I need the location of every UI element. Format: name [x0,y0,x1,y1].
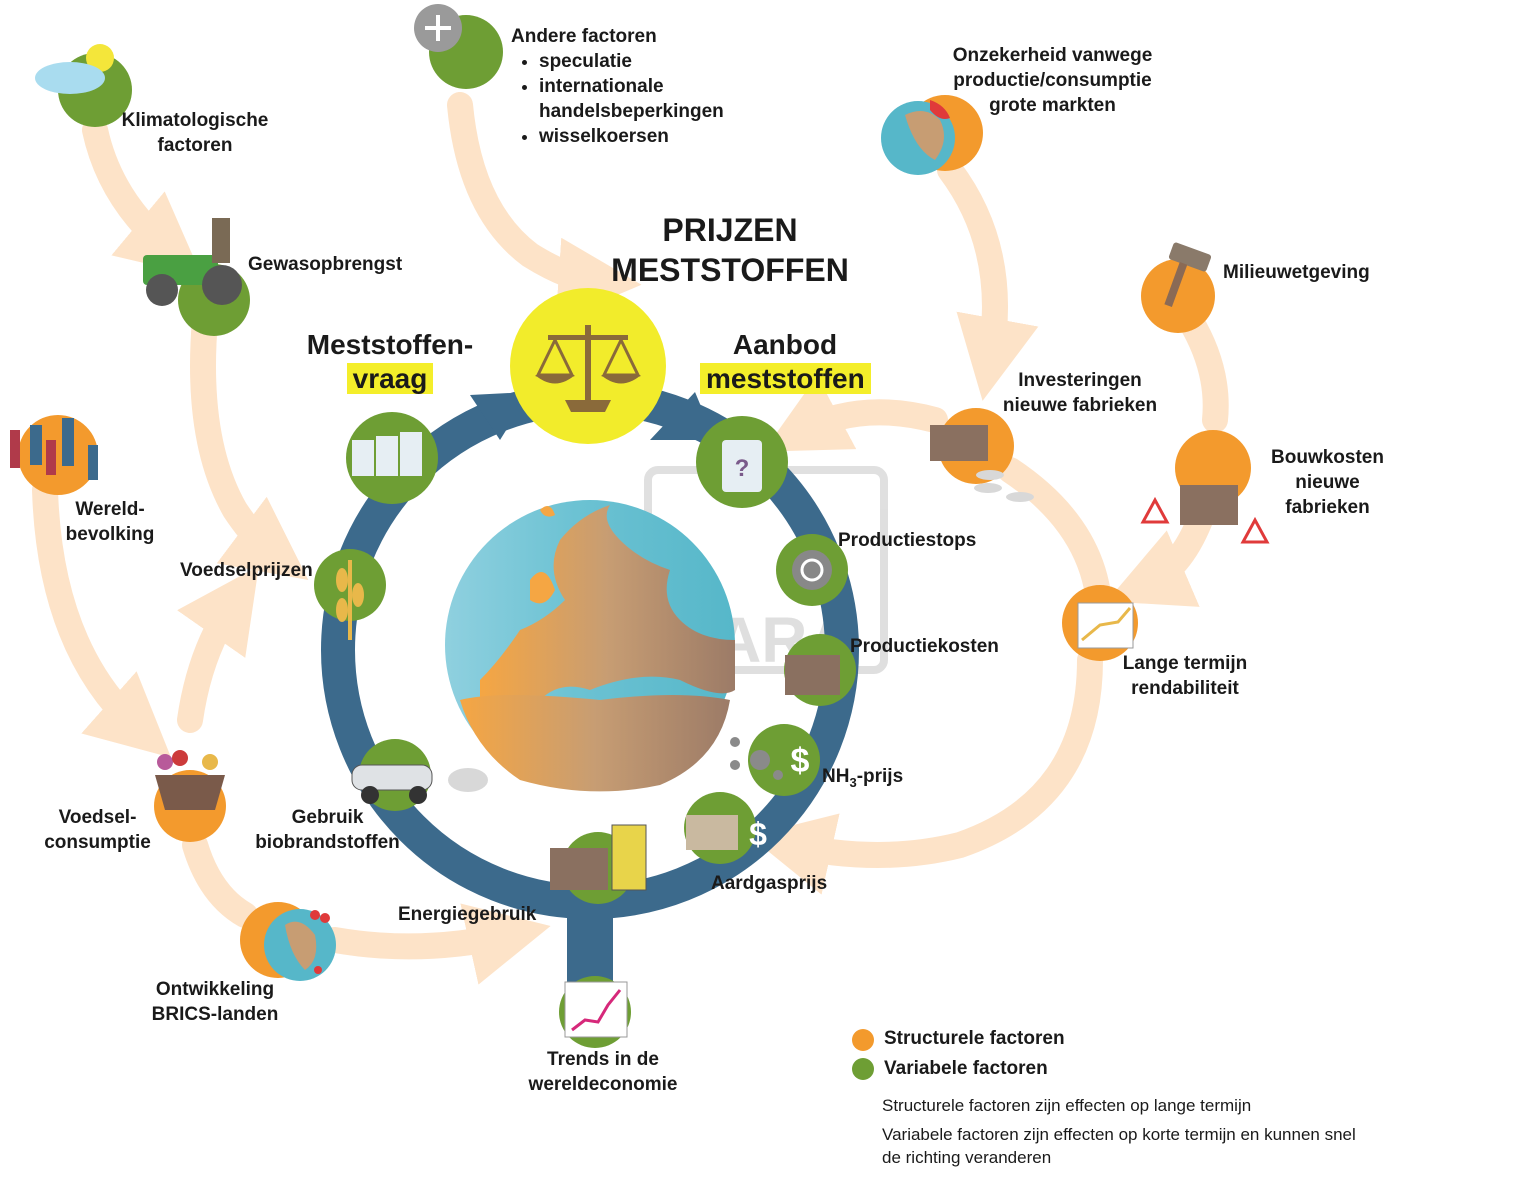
page-title: PRIJZEN MESTSTOFFEN [570,210,890,290]
node-crop-yield: Gewasopbrengst [248,254,403,275]
nh3-main: NH [822,766,850,787]
node-construction-costs: Bouwkosten nieuwe fabrieken [1271,447,1384,518]
balance-scale-icon [510,288,666,444]
node-gas-price: Aardgasprijs [711,873,828,894]
ring-nodes: ? $ $ [314,412,856,1048]
demand-line2: vraag [346,363,434,394]
node-economy-trends: Trends in de wereldeconomie [528,1049,678,1095]
other-factors-title: Andere factoren [511,26,657,47]
legend-structural-dot [852,1029,874,1051]
node-investments: Investeringen nieuwe fabrieken [1002,370,1158,416]
molecule-dollar-icon [748,724,820,796]
node-food-prices: Voedselprijzen [180,560,313,581]
flow-arrows [32,92,1229,985]
demand-line1: Meststoffen- [306,329,474,360]
other-factors-item: wisselkoersen [539,124,779,149]
outer-nodes-right [881,95,1270,661]
node-uncertainty: Onzekerheid vanwege productie/consumptie… [952,45,1153,116]
nh3-sub: 3 [849,774,857,790]
svg-text:$: $ [791,742,810,780]
node-production-costs: Productiekosten [850,636,999,657]
legend-variable: Variabele factoren [884,1058,1048,1080]
supply-line2: meststoffen [700,363,871,394]
nh3-rest: -prijs [856,766,904,787]
title-line1: PRIJZEN [662,212,798,248]
legend-structural-label: Structurele factoren [884,1028,1065,1049]
other-factors-item: internationale handelsbeperkingen [539,74,779,124]
outer-nodes-left [10,4,503,981]
supply-label: Aanbod meststoffen [700,328,871,396]
legend-note-variable-cont: de richting veranderen [882,1148,1052,1167]
other-factors-item: speculatie [539,49,779,74]
legend-note-structural: Structurele factoren zijn effecten op la… [882,1096,1252,1115]
node-brics: Ontwikkeling BRICS-landen [151,979,279,1025]
node-other-factors: Andere factoren speculatie international… [511,24,779,149]
legend-variable-label: Variabele factoren [884,1058,1048,1079]
legend-variable-dot [852,1058,874,1080]
node-energy-use: Energiegebruik [398,904,537,925]
legend-structural: Structurele factoren [884,1028,1065,1050]
svg-text:$: $ [749,816,767,852]
node-long-term: Lange termijn rendabiliteit [1122,653,1248,699]
svg-text:?: ? [735,455,750,482]
hammer-icon [1141,259,1215,333]
title-line2: MESTSTOFFEN [611,252,849,288]
node-biofuels: Gebruik biobrandstoffen [255,807,400,853]
node-climate: Klimatologische factoren [121,110,269,156]
node-world-population: Wereld- bevolking [65,499,155,545]
node-nh3-price: NH3-prijs [822,764,903,795]
legend-note-variable: Variabele factoren zijn effecten op kort… [882,1125,1356,1144]
node-production-stops: Productiestops [838,530,977,551]
node-environment-law: Milieuwetgeving [1223,262,1370,283]
supply-line1: Aanbod [732,329,838,360]
demand-label: Meststoffen- vraag [300,328,480,396]
europe-globe [445,500,735,792]
node-food-consumption: Voedsel- consumptie [44,807,151,853]
